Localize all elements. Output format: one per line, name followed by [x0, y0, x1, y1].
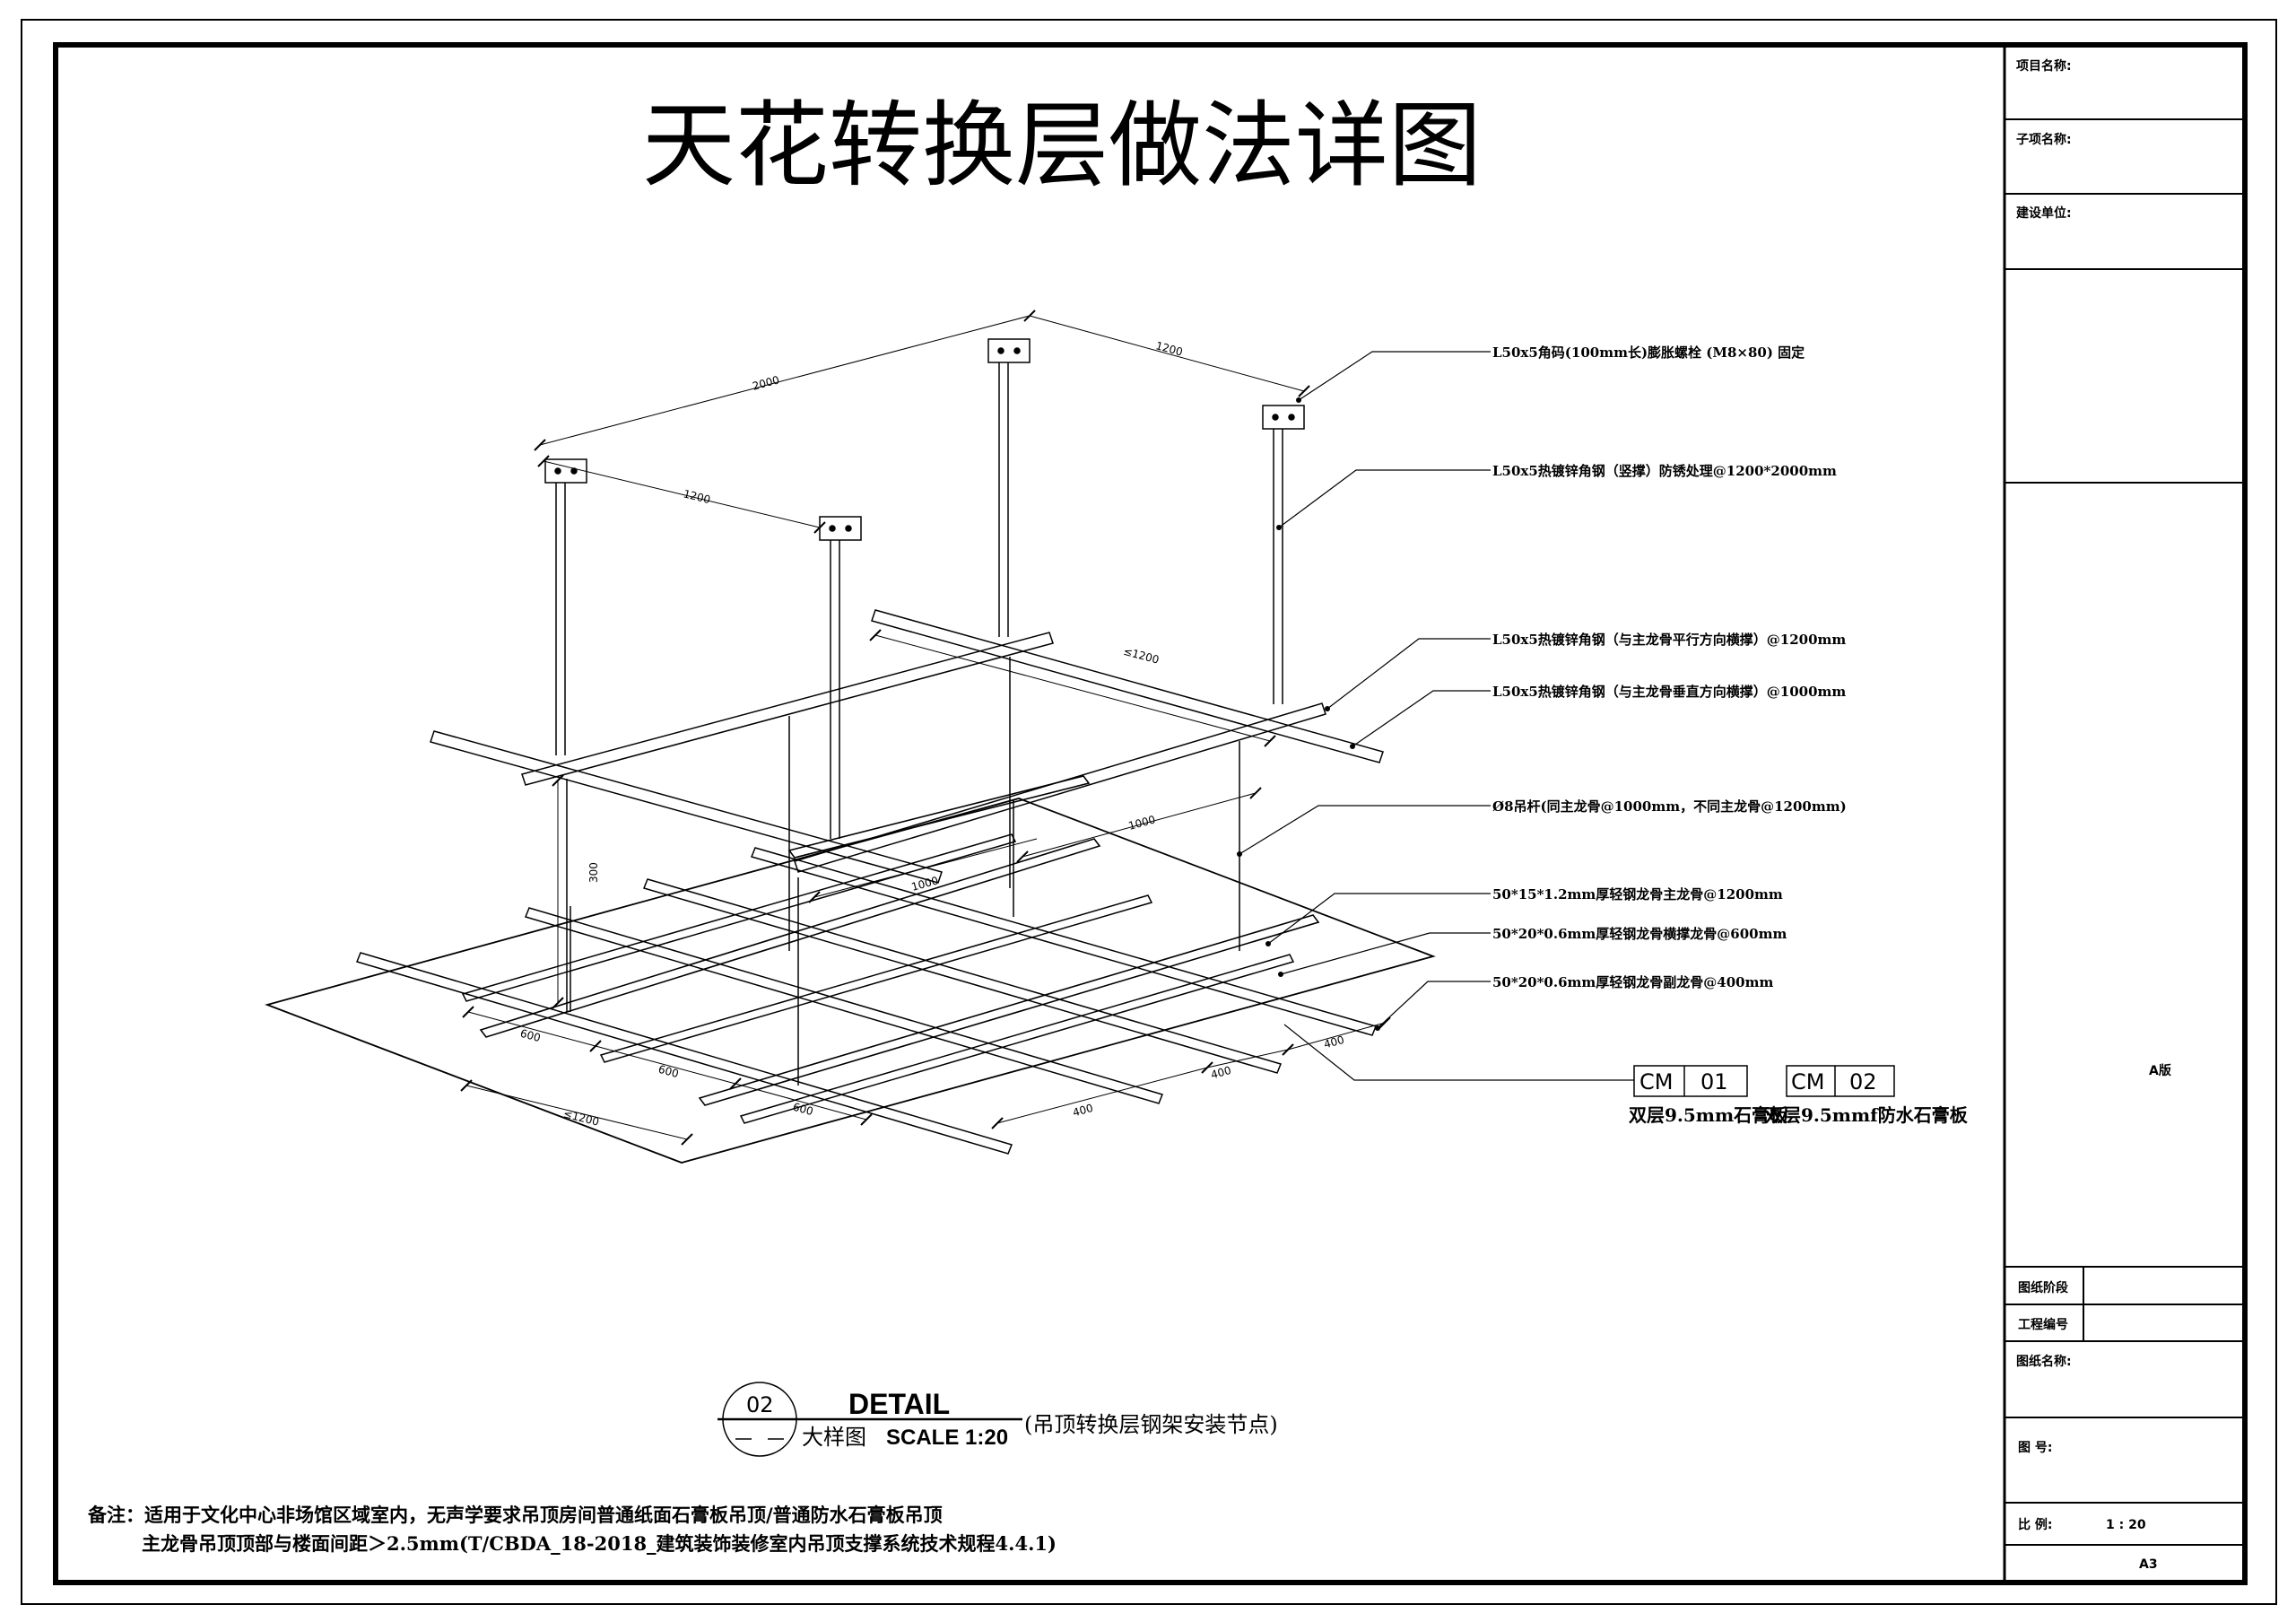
tb-project-name: 项目名称:: [2016, 58, 2072, 74]
dim-main-span: 1000: [1127, 813, 1157, 832]
vertical-angle-strut: [1273, 429, 1283, 704]
dim-right-400-c: 400: [1323, 1033, 1346, 1051]
tb-version: A版: [2149, 1063, 2171, 1078]
material-tag-cm01: CM 01 双层9.5mm石膏板: [1629, 1065, 1788, 1126]
dim-top-right: 1200: [1154, 339, 1184, 358]
note-line-2: 主龙骨吊顶顶部与楼面间距＞2.5mm(T/CBDA_18-2018_建筑装饰装修…: [142, 1532, 1057, 1555]
tb-sub-item: 子项名称:: [2016, 132, 2072, 147]
dim-brace: ≤1200: [1122, 645, 1161, 667]
dim-top-long: 2000: [751, 373, 780, 392]
perpendicular-brace-right: [794, 702, 1326, 873]
material-number: 01: [1700, 1069, 1728, 1094]
cross-keel: [524, 907, 1164, 1104]
gypsum-board-plane: [265, 798, 1436, 1164]
perpendicular-brace-left: [521, 632, 1054, 786]
detail-tag: 02 DETAIL 大样图 SCALE 1:20 (吊顶转换层钢架安装节点): [718, 1382, 1278, 1457]
main-keel: [787, 775, 1091, 859]
main-keel: [698, 914, 1320, 1106]
secondary-keel: [461, 833, 1017, 1002]
cross-keel: [750, 847, 1378, 1036]
detail-number: 02: [746, 1392, 774, 1417]
detail-caption: (吊顶转换层钢架安装节点): [1024, 1412, 1278, 1437]
secondary-keel: [599, 894, 1153, 1063]
tb-drawing-no: 图 号:: [2018, 1441, 2052, 1455]
vertical-angle-strut: [555, 483, 566, 755]
detail-sublabel: 大样图: [802, 1425, 866, 1450]
outer-border: [21, 19, 2277, 1605]
cross-keel: [355, 952, 1013, 1155]
dim-right-400-b: 400: [1210, 1064, 1233, 1081]
material-code: CM: [1791, 1069, 1824, 1094]
dimension-ticks: [460, 310, 1391, 1146]
dim-right-400-a: 400: [1072, 1102, 1095, 1119]
dim-front-600-b: 600: [657, 1063, 681, 1080]
detail-scale: SCALE 1:20: [886, 1426, 1008, 1450]
material-label: 双层9.5mmf防水石膏板: [1765, 1104, 1969, 1126]
material-label: 双层9.5mm石膏板: [1629, 1104, 1788, 1126]
callout-main-keel: 50*15*1.2mm厚轻钢龙骨主龙骨@1200mm: [1492, 886, 1783, 903]
tb-scale-label: 比 例:: [2018, 1517, 2052, 1532]
angle-bracket: [1262, 405, 1305, 430]
ceiling-assembly: [265, 338, 1436, 1164]
callout-hanger-rod: Ø8吊杆(同主龙骨@1000mm，不同主龙骨@1200mm): [1492, 798, 1847, 815]
dim-height: 300: [587, 862, 600, 883]
material-number: 02: [1849, 1069, 1877, 1094]
title-block: [2003, 45, 2245, 1583]
inner-border: [53, 42, 2248, 1585]
tb-scale-value: 1 : 20: [2106, 1518, 2146, 1532]
material-code: CM: [1639, 1069, 1673, 1094]
tb-stage: 图纸阶段: [2018, 1280, 2068, 1295]
callout-vertical-strut: L50x5热镀锌角钢（竖撑）防锈处理@1200*2000mm: [1492, 463, 1837, 479]
vertical-angle-strut: [998, 362, 1009, 637]
dim-front-600-c: 600: [792, 1101, 815, 1118]
note-line-1: 备注：适用于文化中心非场馆区域室内，无声学要求吊顶房间普通纸面石膏板吊顶/普通防…: [87, 1504, 943, 1526]
callout-secondary-keel: 50*20*0.6mm厚轻钢龙骨副龙骨@400mm: [1492, 974, 1773, 990]
tb-paper: A3: [2139, 1557, 2158, 1572]
callout-cross-keel: 50*20*0.6mm厚轻钢龙骨横撑龙骨@600mm: [1492, 926, 1787, 942]
callout-leaders: [1239, 351, 1634, 1081]
angle-bracket: [987, 338, 1031, 363]
dim-main-span-2: 1000: [910, 874, 940, 893]
callout-perpendicular-brace: L50x5热镀锌角钢（与主龙骨垂直方向横撑）@1000mm: [1492, 684, 1846, 700]
dimension-lines: [465, 315, 1386, 1140]
tb-project-no: 工程编号: [2018, 1317, 2068, 1332]
parallel-brace-back: [871, 609, 1384, 763]
material-tag-cm02: CM 02 双层9.5mmf防水石膏板: [1765, 1065, 1969, 1126]
callout-angle-bracket: L50x5角码(100mm长)膨胀螺栓 (M8×80) 固定: [1492, 344, 1805, 361]
dim-front-600-a: 600: [519, 1027, 543, 1044]
tb-owner: 建设单位:: [2016, 205, 2072, 221]
secondary-keel: [739, 954, 1295, 1124]
parallel-brace-front: [430, 730, 943, 884]
detail-heading: DETAIL: [848, 1388, 950, 1420]
callout-dots: [1237, 397, 1380, 1031]
callout-parallel-brace: L50x5热镀锌角钢（与主龙骨平行方向横撑）@1200mm: [1492, 632, 1846, 648]
cross-keel: [642, 878, 1283, 1074]
main-keel: [479, 838, 1101, 1038]
tb-drawing-name: 图纸名称:: [2016, 1354, 2072, 1369]
dim-top-left: 1200: [683, 487, 712, 506]
angle-bracket: [819, 516, 862, 541]
page-title: 天花转换层做法详图: [642, 91, 1482, 200]
